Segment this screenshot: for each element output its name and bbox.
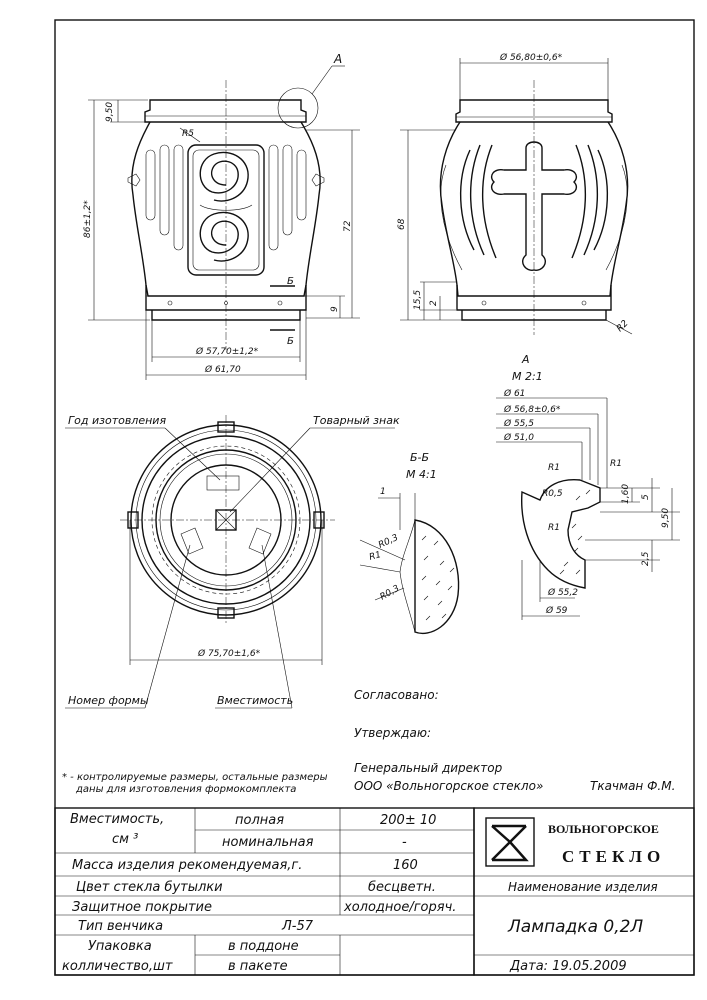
capacity-full-value: 200± 10: [380, 813, 436, 828]
company-logo: [485, 817, 535, 867]
packaging-bag: в пакете: [228, 959, 288, 974]
side-view: [400, 58, 633, 335]
section-bb-labels: Б-Б М 4:1 1 R0,3 R1 R0,3: [368, 451, 437, 603]
logo-text-line-1: ВОЛЬНОГОРСКОЕ: [548, 822, 659, 836]
label-capacity-mark: Вместимость: [217, 694, 293, 707]
dim-plan-diameter: Ø 75,70±1,6*: [197, 648, 261, 659]
dim-a-r1a: R1: [548, 463, 560, 473]
plan-view-labels: Год изотовления Товарный знак Номер форм…: [68, 414, 400, 707]
dim-side-height: 68: [397, 218, 407, 230]
dim-bb-r03a: R0,3: [377, 533, 400, 551]
dim-front-base-diameter: Ø 57,70±1,2*: [195, 346, 259, 357]
capacity-label: Вместимость,: [70, 812, 164, 827]
dim-a-d59: Ø 59: [545, 605, 568, 616]
capacity-unit: см ³: [112, 832, 138, 847]
dim-front-radius: R5: [182, 129, 194, 139]
dim-a-r1b: R1: [610, 459, 622, 469]
label-trademark: Товарный знак: [313, 414, 400, 427]
drawing-date: Дата: 19.05.2009: [509, 959, 627, 974]
section-mark-b-top: Б: [287, 276, 294, 287]
packaging-label: Упаковка: [88, 939, 152, 954]
callout-a-label: A: [333, 52, 342, 66]
capacity-full-label: полная: [235, 813, 284, 828]
title-block: ВОЛЬНОГОРСКОЕ СТЕКЛО Наименование издели…: [473, 807, 695, 976]
detail-a-scale: М 2:1: [512, 370, 543, 383]
dim-front-outer-diameter: Ø 61,70: [204, 364, 241, 375]
approval-signer: Ткачман Ф.М.: [590, 779, 675, 793]
dim-a-d61: Ø 61: [503, 388, 525, 399]
detail-a-title: А: [521, 353, 530, 366]
coating-value: холодное/горяч.: [343, 900, 456, 915]
parameters-table-text: Вместимость, см ³ полная 200± 10 номинал…: [62, 812, 456, 974]
dim-a-h160: 1,60: [621, 484, 631, 504]
product-name: Лампадка 0,2Л: [507, 917, 643, 937]
detail-a-labels: А М 2:1 Ø 61 Ø 56,8±0,6* Ø 55,5 Ø 51,0 R…: [503, 353, 671, 616]
footnote: * - контролируемые размеры, остальные ра…: [62, 772, 328, 795]
label-form-number: Номер формы: [68, 694, 149, 707]
detail-a: [496, 397, 680, 620]
coating-label: Защитное покрытие: [72, 900, 212, 915]
dim-a-d552: Ø 55,2: [547, 587, 578, 598]
approval-company: ООО «Вольногорское стекло»: [354, 779, 543, 793]
plan-view: [65, 415, 395, 709]
dim-side-small: 2: [429, 300, 439, 306]
dim-a-h5: 5: [641, 494, 651, 500]
dim-bb-1: 1: [380, 487, 386, 497]
capacity-nominal-value: -: [402, 835, 407, 850]
dim-front-band: 9: [330, 306, 340, 312]
mass-label: Масса изделия рекомендуемая,г.: [72, 858, 302, 873]
dim-bb-r1: R1: [368, 550, 382, 563]
section-mark-b-bottom: Б: [287, 336, 294, 347]
approval-director-title: Генеральный директор: [354, 761, 503, 775]
logo-text-line-2: СТЕКЛО: [562, 847, 665, 866]
dim-side-base: 15,5: [413, 290, 423, 310]
label-year-of-manufacture: Год изотовления: [68, 414, 166, 427]
section-bb-title: Б-Б: [410, 451, 429, 464]
dim-front-total-height: 86±1,2*: [83, 200, 93, 238]
mass-value: 160: [393, 858, 418, 873]
glass-color-label: Цвет стекла бутылки: [76, 880, 223, 895]
capacity-nominal-label: номинальная: [222, 835, 314, 850]
dim-front-top: 9,50: [105, 102, 115, 122]
crown-type-label: Тип венчика: [78, 919, 163, 934]
footnote-line-2: даны для изготовления формокомплекта: [75, 784, 296, 795]
dim-a-r1c: R1: [548, 523, 560, 533]
glass-color-value: бесцветн.: [368, 880, 436, 895]
crown-type-value: Л-57: [281, 919, 314, 934]
section-bb: [359, 493, 460, 634]
side-view-labels: Ø 56,80±0,6* 68 15,5 2 R2: [397, 52, 631, 334]
dim-a-h25: 2,5: [641, 551, 651, 566]
product-name-header: Наименование изделия: [508, 880, 658, 894]
approval-approved: Утверждаю:: [354, 726, 431, 740]
front-view: [88, 65, 360, 380]
dim-a-d568: Ø 56,8±0,6*: [503, 404, 561, 415]
section-bb-scale: М 4:1: [406, 468, 437, 481]
dim-bb-r03b: R0,3: [379, 584, 402, 603]
front-view-labels: A 86±1,2* 9,50 72 9 R5 Ø 57,70±1,2* Ø 61…: [83, 52, 353, 375]
dim-a-r05: R0,5: [542, 489, 563, 499]
approval-block: Согласовано: Утверждаю: Генеральный дире…: [354, 688, 675, 793]
packaging-pallet: в поддоне: [228, 939, 299, 954]
dim-side-top-diameter: Ø 56,80±0,6*: [499, 52, 563, 63]
dim-front-body: 72: [343, 220, 353, 232]
footnote-line-1: * - контролируемые размеры, остальные ра…: [62, 772, 328, 783]
dim-a-d510: Ø 51,0: [503, 432, 534, 443]
packaging-quantity-label: колличество,шт: [62, 959, 173, 974]
approval-agreed: Согласовано:: [354, 688, 439, 702]
dim-a-d555: Ø 55,5: [503, 418, 534, 429]
dim-a-h950: 9,50: [661, 508, 671, 528]
